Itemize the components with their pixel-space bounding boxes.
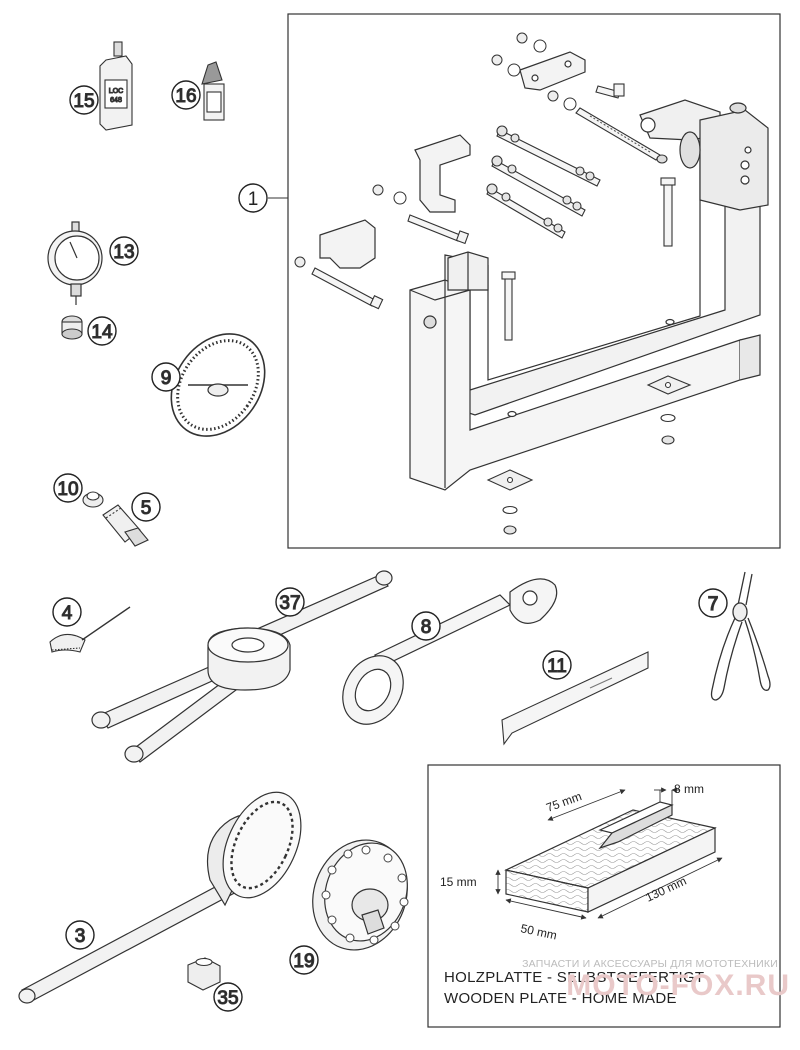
- item-4-feeler-gauge: 4: [49, 597, 131, 653]
- stand-vertical-bolts: [501, 177, 676, 341]
- stand-small-brackets: [319, 51, 586, 269]
- stand-nuts-washers: [294, 32, 577, 268]
- item-14-gauge-adapter: 14: [61, 315, 117, 346]
- callout-9: 9: [151, 362, 181, 392]
- svg-text:1: 1: [248, 189, 259, 210]
- wooden-plate-panel: 8 mm 75 mm 15 mm 130 mm 50 mm HOLZPLATTE…: [427, 764, 781, 1028]
- svg-text:10: 10: [57, 479, 78, 500]
- callout-1: 1: [238, 183, 268, 213]
- stand-bracket-bolts: [311, 83, 625, 310]
- callout-16: 16: [171, 80, 201, 110]
- callout-14: 14: [87, 316, 117, 346]
- watermark-tagline: ЗАПЧАСТИ И АКСЕССУАРЫ ДЛЯ МОТОТЕХНИКИ: [522, 958, 778, 970]
- callout-10: 10: [53, 473, 83, 503]
- callout-35: 35: [213, 982, 243, 1012]
- svg-text:5: 5: [141, 498, 152, 519]
- stand-upright-post: [447, 251, 489, 291]
- svg-text:15: 15: [73, 91, 94, 112]
- dim-8mm: 8 mm: [674, 782, 704, 796]
- callout-13: 13: [109, 236, 139, 266]
- item-5-puller: 5: [102, 492, 161, 547]
- svg-text:4: 4: [62, 603, 73, 624]
- item-10-sleeve: 10: [53, 473, 104, 508]
- engine-stand-group: 1: [238, 13, 781, 549]
- item-11-gauge-strip: 11: [501, 650, 649, 746]
- item-7-circlip-pliers: 7: [698, 571, 771, 701]
- item-15-loctite-bottle: LOC 648 15: [69, 41, 133, 131]
- stand-threaded-rods: [486, 125, 601, 239]
- item-35-socket: 35: [187, 957, 243, 1012]
- item-8-pin-wrench: 8: [342, 578, 558, 725]
- callout-8: 8: [411, 611, 441, 641]
- item-9-degree-wheel: 9: [151, 333, 266, 437]
- engine-stand-frame-box: [287, 13, 781, 549]
- item-3-clutch-holder: 3: [18, 791, 302, 1004]
- svg-text:8: 8: [421, 617, 432, 638]
- svg-text:13: 13: [113, 242, 134, 263]
- svg-text:LOC: LOC: [109, 88, 123, 95]
- callout-5: 5: [131, 492, 161, 522]
- callout-4: 4: [52, 597, 82, 627]
- plate-caption-de: HOLZPLATTE - SELBSTGEFERTIGT: [444, 969, 704, 986]
- dim-15mm: 15 mm: [440, 875, 477, 889]
- stand-long-bolt: [575, 107, 668, 164]
- svg-text:14: 14: [91, 322, 113, 343]
- callout-7: 7: [698, 588, 728, 618]
- plate-caption-en: WOODEN PLATE - HOME MADE: [444, 990, 677, 1007]
- item-37-holder: 37: [91, 570, 393, 763]
- svg-text:19: 19: [293, 951, 314, 972]
- callout-11: 11: [542, 650, 572, 680]
- svg-text:11: 11: [547, 656, 567, 677]
- wooden-plate-dimensions: [495, 787, 723, 920]
- item-19-flywheel-puller: 19: [289, 839, 409, 975]
- svg-text:35: 35: [217, 988, 238, 1009]
- svg-text:3: 3: [75, 926, 86, 947]
- item-16-grease-tube: 16: [171, 61, 225, 121]
- svg-text:16: 16: [175, 86, 196, 107]
- item-13-dial-gauge: 13: [47, 221, 139, 305]
- stand-foot-plates: [486, 375, 692, 535]
- callout-3: 3: [65, 920, 95, 950]
- callout-37: 37: [275, 587, 305, 617]
- stand-u-frame-front: [409, 279, 761, 491]
- svg-text:648: 648: [110, 97, 122, 104]
- svg-text:7: 7: [708, 594, 719, 615]
- stand-rotating-plate: [639, 99, 769, 211]
- callout-19: 19: [289, 945, 319, 975]
- svg-text:37: 37: [279, 593, 300, 614]
- svg-text:9: 9: [161, 368, 172, 389]
- callout-15: 15: [69, 85, 99, 115]
- watermark: ЗАПЧАСТИ И АКСЕССУАРЫ ДЛЯ МОТОТЕХНИКИ MO…: [522, 958, 790, 1002]
- watermark-brand: MOTO-FOX.RU: [566, 969, 790, 1002]
